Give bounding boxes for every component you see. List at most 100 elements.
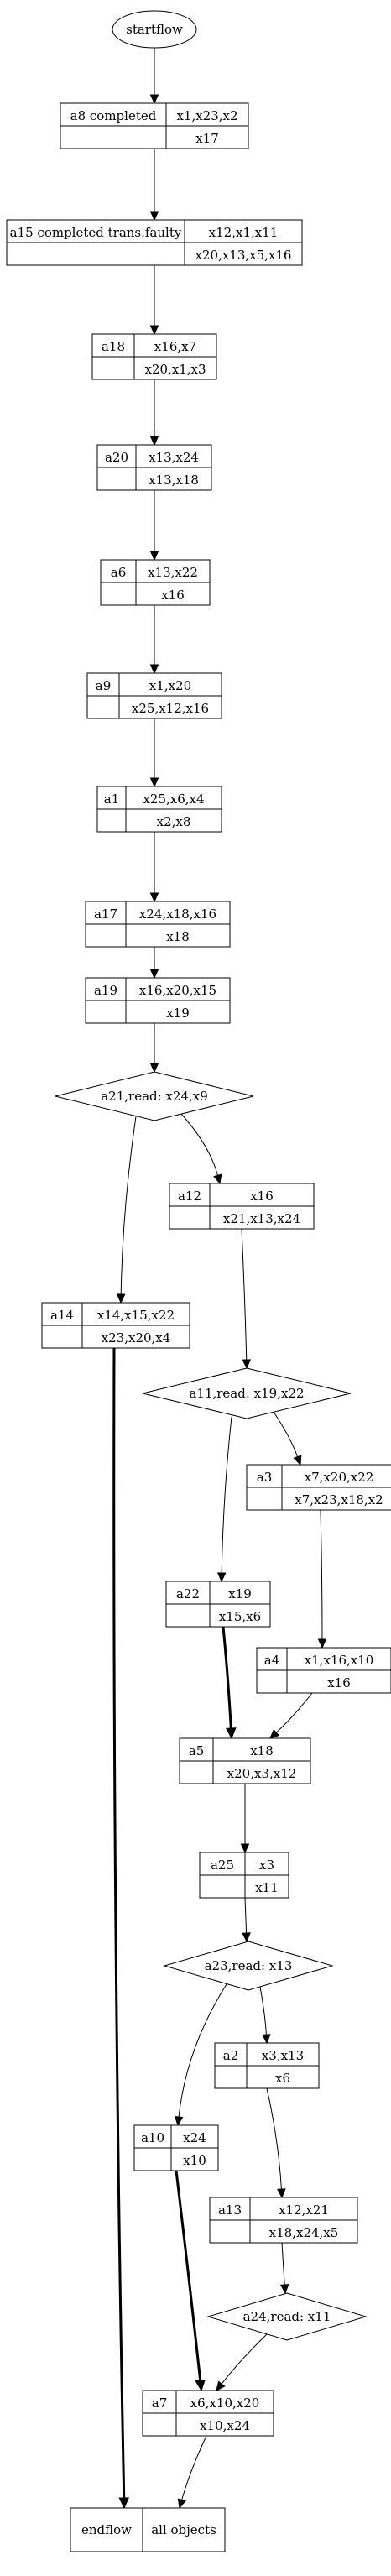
activity-a6-outputs: x16: [161, 588, 185, 603]
edge-a10-to-a7: [175, 2170, 202, 2381]
activity-a2: a2 x3,x13 x6: [214, 2042, 320, 2089]
decision-a23: a23,read: x13: [163, 1941, 334, 1991]
edges-layer: [112, 48, 327, 2510]
edge-a22-to-a5: [222, 1626, 232, 1729]
edge-a13-to-a24: [281, 2242, 285, 2286]
arrowhead-a23-to-a10: [174, 2115, 184, 2127]
edge-a23-to-a2: [259, 1986, 267, 2035]
activity-a15: a15 completed trans.faulty x12,x1,x11 x2…: [6, 219, 303, 266]
activity-a4: a4 x1,x16,x10 x16: [256, 1647, 391, 1694]
arrowhead-a2-to-a13: [277, 2188, 286, 2199]
activity-a7-outputs: x10,x24: [200, 2418, 250, 2433]
activity-a2-name: a2: [223, 2048, 239, 2063]
activity-a4-inputs: x1,x16,x10: [305, 1653, 374, 1668]
activity-a19-outputs: x19: [166, 1006, 190, 1021]
activity-a1-outputs: x2,x8: [157, 814, 191, 829]
edge-a4-to-a5: [275, 1692, 313, 1733]
decision-a23-label: a23,read: x13: [205, 1958, 293, 1973]
edge-a11-to-a22: [221, 1416, 232, 1574]
edge-a25-to-a23: [244, 1897, 248, 1934]
activity-a10: a10 x24 x10: [133, 2124, 219, 2171]
activity-a8: a8 completed x1,x23,x2 x17: [60, 102, 249, 149]
arrowhead-a12-to-a11: [242, 1359, 252, 1370]
edge-a14-to-end: [112, 1347, 126, 2499]
activity-a18: a18 x16,x7 x20,x1,x3: [91, 333, 217, 380]
activity-a8-inputs: x1,x23,x2: [176, 108, 237, 123]
activity-a12-inputs: x16: [250, 1189, 274, 1204]
activity-a3-inputs: x7,x20,x22: [305, 1470, 374, 1485]
activity-a9: a9 x1,x20 x25,x12,x16: [86, 672, 222, 719]
activity-a12-name: a12: [178, 1189, 201, 1204]
activity-a1: a1 x25,x6,x4 x2,x8: [96, 786, 222, 833]
edge-a12-to-a11: [241, 1228, 248, 1361]
arrowhead-a10-to-a7: [195, 2379, 206, 2392]
activity-a19: a19 x16,x20,x15 x19: [85, 977, 231, 1024]
arrowhead-a15-to-a18: [149, 325, 159, 336]
activity-a15-name: a15 completed trans.faulty: [10, 225, 182, 240]
activity-a10-name: a10: [141, 2130, 164, 2145]
arrowhead-a25-to-a23: [242, 1932, 251, 1943]
edge-a3-to-a4: [320, 1509, 323, 1640]
arrowhead-a21-to-a12: [213, 1173, 222, 1185]
activity-a25-inputs: x3: [259, 1858, 274, 1873]
activity-a17-inputs: x24,x18,x16: [139, 907, 216, 922]
end-node: endflow all objects: [70, 2507, 226, 2552]
end-label: endflow: [81, 2522, 132, 2537]
activity-a10-outputs: x10: [183, 2153, 206, 2168]
start-ellipse: [112, 10, 197, 49]
arrowhead-a6-to-a9: [149, 664, 159, 675]
activity-a7: a7 x6,x10,x20 x10,x24: [142, 2390, 274, 2437]
activity-a14-outputs: x23,x20,x4: [102, 1330, 171, 1345]
activity-a5: a5 x18 x20,x3,x12: [179, 1737, 311, 1784]
end-box: [70, 2507, 226, 2552]
activity-a18-inputs: x16,x7: [154, 339, 196, 354]
activity-a20-outputs: x13,x18: [149, 473, 199, 488]
activity-a18-name: a18: [102, 339, 125, 354]
activity-a5-inputs: x18: [250, 1743, 274, 1758]
activity-a12-outputs: x21,x13,x24: [223, 1211, 300, 1226]
decision-a24-label: a24,read: x11: [243, 2309, 331, 2324]
activity-a8-name: a8 completed: [70, 108, 157, 123]
arrowhead-start-to-a8: [149, 94, 159, 105]
activity-a6-inputs: x13,x22: [148, 565, 198, 580]
activity-a22-inputs: x19: [228, 1586, 252, 1602]
activity-a19-name: a19: [94, 983, 117, 998]
activity-a14: a14 x14,x15,x22 x23,x20,x4: [41, 1302, 190, 1349]
edge-a11-to-a3: [273, 1411, 299, 1457]
activity-a20-inputs: x13,x24: [149, 450, 199, 465]
arrowhead-a24-to-a7: [216, 2380, 226, 2391]
arrowhead-a4-to-a5: [269, 1728, 280, 1739]
activity-a7-inputs: x6,x10,x20: [190, 2396, 260, 2411]
activity-a17-name: a17: [94, 907, 117, 922]
arrowhead-a19-to-a21: [149, 1063, 159, 1074]
activity-a4-outputs: x16: [327, 1675, 351, 1690]
activity-a18-outputs: x20,x1,x3: [144, 362, 206, 377]
activity-a1-inputs: x25,x6,x4: [143, 792, 204, 807]
decision-a23-diamond: [163, 1941, 334, 1991]
activity-a22-outputs: x15,x6: [219, 1609, 261, 1624]
activity-a8-outputs: x17: [196, 131, 219, 146]
edge-a21-to-a14: [120, 1116, 137, 1295]
activity-a6-name: a6: [111, 565, 127, 580]
activity-a13-outputs: x18,x24,x5: [269, 2225, 339, 2240]
activity-a17-outputs: x18: [166, 929, 190, 944]
activity-a13-name: a13: [218, 2202, 242, 2218]
arrowhead-a14-to-end: [118, 2497, 130, 2510]
activity-a2-inputs: x3,x13: [262, 2048, 304, 2063]
activity-a19-inputs: x16,x20,x15: [139, 983, 216, 998]
arrowhead-a20-to-a6: [149, 551, 159, 562]
activity-a13-inputs: x12,x21: [279, 2202, 329, 2218]
arrowhead-a17-to-a19: [149, 969, 159, 980]
start-label: startflow: [126, 22, 183, 37]
start-node: startflow: [112, 10, 197, 49]
decision-a11-label: a11,read: x19,x22: [189, 1386, 304, 1401]
activity-a3: a3 x7,x20,x22 x7,x23,x18,x2: [246, 1464, 391, 1511]
arrowhead-a3-to-a4: [317, 1638, 327, 1649]
activity-a10-inputs: x24: [183, 2130, 206, 2145]
activity-a5-outputs: x20,x3,x12: [227, 1766, 297, 1781]
activity-a25-name: a25: [211, 1858, 234, 1873]
activity-a9-name: a9: [96, 678, 112, 693]
activity-a20: a20 x13,x24 x13,x18: [96, 444, 212, 491]
